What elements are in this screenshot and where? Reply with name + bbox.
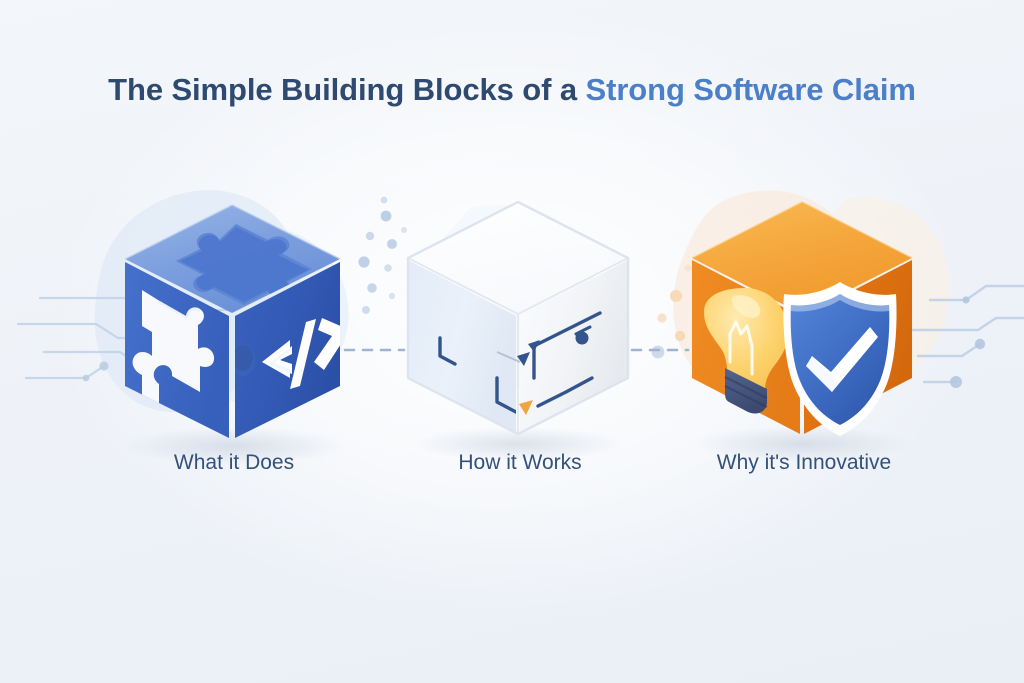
- code-brackets-icon: [262, 318, 340, 389]
- puzzle-piece-indent-icon: [176, 224, 312, 305]
- cube-shadow-1: [122, 427, 346, 465]
- cube-edge-highlight: [231, 204, 341, 260]
- flow-arrow-blue: [528, 340, 540, 352]
- puzzle-piece-icon: [132, 290, 215, 408]
- flowchart-right-icon: [528, 311, 602, 408]
- cube-what-it-does[interactable]: [124, 204, 350, 438]
- flow-node-small: [425, 566, 459, 613]
- flowchart-icon: [425, 336, 525, 621]
- flow-node-highlight: [467, 551, 521, 593]
- cube-why-its-innovative[interactable]: [691, 201, 913, 436]
- block-caption-what-it-does: What it Does: [173, 451, 295, 474]
- cube-edge-highlight: [124, 204, 233, 260]
- lightbulb-icon: [704, 288, 788, 414]
- cube-shadow-2: [414, 427, 622, 461]
- block-caption-why-its-innovative: Why it's Innovative: [716, 451, 892, 474]
- page-title-accent-segment: Strong Software Claim: [585, 72, 916, 107]
- circuit-traces-right: [910, 284, 1024, 384]
- decorative-dot-cluster-orange: [651, 264, 692, 359]
- decorative-dot-cluster: [358, 196, 407, 314]
- flow-arrow-blue: [517, 352, 530, 366]
- circuit-nodes-right: [950, 296, 986, 388]
- flow-node-dot: [575, 331, 589, 345]
- cube-edge-highlight: [801, 201, 913, 259]
- page-title-dark-segment: The Simple Building Blocks of a: [108, 72, 586, 107]
- shield-check-icon: [783, 282, 897, 436]
- cube-inner-edges: [407, 257, 629, 434]
- flow-connector-seam: [496, 351, 521, 363]
- page-title: The Simple Building Blocks of a Strong S…: [0, 70, 1024, 110]
- cube-how-it-works[interactable]: [406, 0, 639, 621]
- cube-edge-highlight: [691, 201, 803, 259]
- puzzle-knob-icon: [235, 344, 255, 376]
- flow-node-large: [463, 545, 525, 621]
- circuit-nodes-left: [82, 361, 109, 382]
- cube-shadow-3: [694, 426, 910, 462]
- block-caption-how-it-works: How it Works: [458, 451, 582, 474]
- flow-arrow-orange: [519, 400, 533, 415]
